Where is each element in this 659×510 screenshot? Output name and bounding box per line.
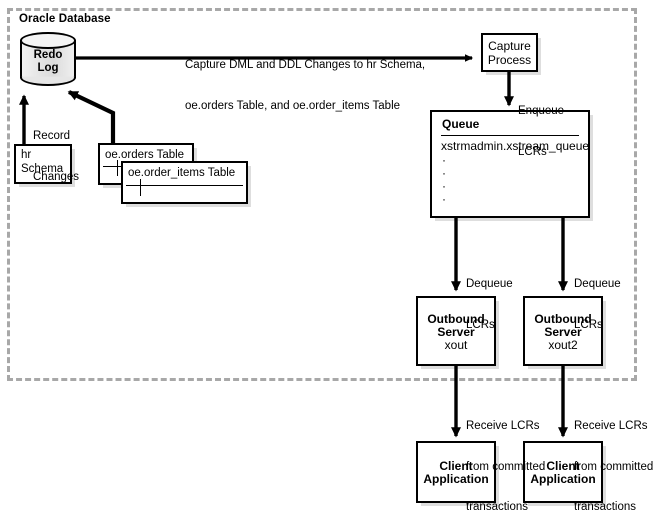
oe-order-items-rule [126, 185, 243, 186]
capture-process-node[interactable]: Capture Process [481, 33, 538, 72]
outbound-server-xout2-node[interactable]: Outbound Server xout2 [523, 296, 603, 366]
queue-node[interactable]: Queue xstrmadmin.xstream_queue · · · · [430, 110, 590, 218]
capture-process-line1: Capture [488, 39, 531, 53]
label-dequeue-1-line1: Dequeue [466, 278, 513, 290]
oe-order-items-table-node[interactable]: oe.order_items Table [121, 161, 248, 204]
outbound-server-xout-node[interactable]: Outbound Server xout [416, 296, 496, 366]
hr-schema-node[interactable]: hr Schema [14, 144, 72, 184]
label-capture-changes-line2: oe.orders Table, and oe.order_items Tabl… [185, 99, 401, 112]
redo-log-line2: Log [37, 62, 59, 74]
redo-log-node[interactable]: Redo Log [20, 32, 76, 86]
label-dequeue-1-line2: LCRs [466, 318, 495, 331]
queue-title: Queue [442, 117, 480, 131]
label-receive-lcrs-2: Receive LCRs from committed transactions [574, 393, 653, 510]
outbound-server-xout-line1: Outbound [427, 312, 485, 326]
client-application-2-line2: Application [530, 472, 596, 486]
label-dequeue-lcrs-1: Dequeue LCRs [466, 251, 513, 359]
hr-schema-line2: Schema [21, 163, 64, 175]
redo-log-line1: Redo [33, 49, 63, 61]
oe-orders-title: oe.orders Table [105, 149, 185, 161]
client-application-1-line2: Application [423, 472, 489, 486]
queue-title-rule [441, 135, 579, 136]
oe-orders-tick [117, 160, 118, 176]
label-enqueue-line1: Enqueue [518, 105, 565, 117]
queue-dot: · [442, 166, 446, 180]
outbound-server-xout2-line1: Outbound [534, 312, 592, 326]
label-receive-1-line2: from committed [466, 460, 546, 473]
label-dequeue-2-line2: LCRs [574, 318, 603, 331]
client-application-2-node[interactable]: Client Application [523, 441, 603, 503]
label-record-changes-line2: Changes [33, 170, 80, 183]
label-receive-lcrs-1: Receive LCRs from committed transactions [466, 393, 545, 510]
label-receive-2-line1: Receive LCRs [574, 420, 648, 432]
hr-schema-line1: hr [21, 149, 32, 161]
label-record-changes: Record Changes [33, 103, 79, 211]
outbound-server-xout-name: xout [444, 338, 468, 352]
label-capture-changes-line1: Capture DML and DDL Changes to hr Schema… [185, 59, 426, 71]
label-capture-changes: Capture DML and DDL Changes to hr Schema… [185, 32, 425, 140]
client-application-1-node[interactable]: Client Application [416, 441, 496, 503]
queue-dot: · [442, 179, 446, 193]
capture-process-line2: Process [487, 53, 532, 67]
outbound-server-xout2-line2: Server [544, 325, 582, 339]
client-application-1-line1: Client [439, 459, 473, 473]
label-receive-1-line3: transactions [466, 501, 529, 510]
label-receive-2-line2: from committed [574, 460, 654, 473]
outbound-server-xout-line2: Server [437, 325, 475, 339]
queue-ellipsis: · · · · [442, 154, 446, 206]
oracle-database-title: Oracle Database [19, 13, 111, 25]
client-application-2-line1: Client [546, 459, 580, 473]
label-receive-1-line1: Receive LCRs [466, 420, 540, 432]
label-receive-2-line3: transactions [574, 501, 637, 510]
label-enqueue-line2: LCRs [518, 145, 547, 158]
redo-log-label: Redo Log [20, 49, 76, 75]
queue-item-name: xstrmadmin.xstream_queue [441, 139, 590, 153]
label-dequeue-2-line1: Dequeue [574, 278, 621, 290]
label-record-changes-line1: Record [33, 130, 71, 142]
label-dequeue-lcrs-2: Dequeue LCRs [574, 251, 621, 359]
cylinder-top [20, 32, 76, 49]
oe-order-items-tick [140, 179, 141, 196]
oracle-database-boundary [7, 8, 637, 381]
outbound-server-xout2-name: xout2 [548, 338, 578, 352]
oe-order-items-title: oe.order_items Table [128, 167, 236, 179]
label-enqueue-lcrs: Enqueue LCRs [518, 78, 564, 186]
queue-dot: · [442, 153, 446, 167]
queue-dot: · [442, 192, 446, 206]
